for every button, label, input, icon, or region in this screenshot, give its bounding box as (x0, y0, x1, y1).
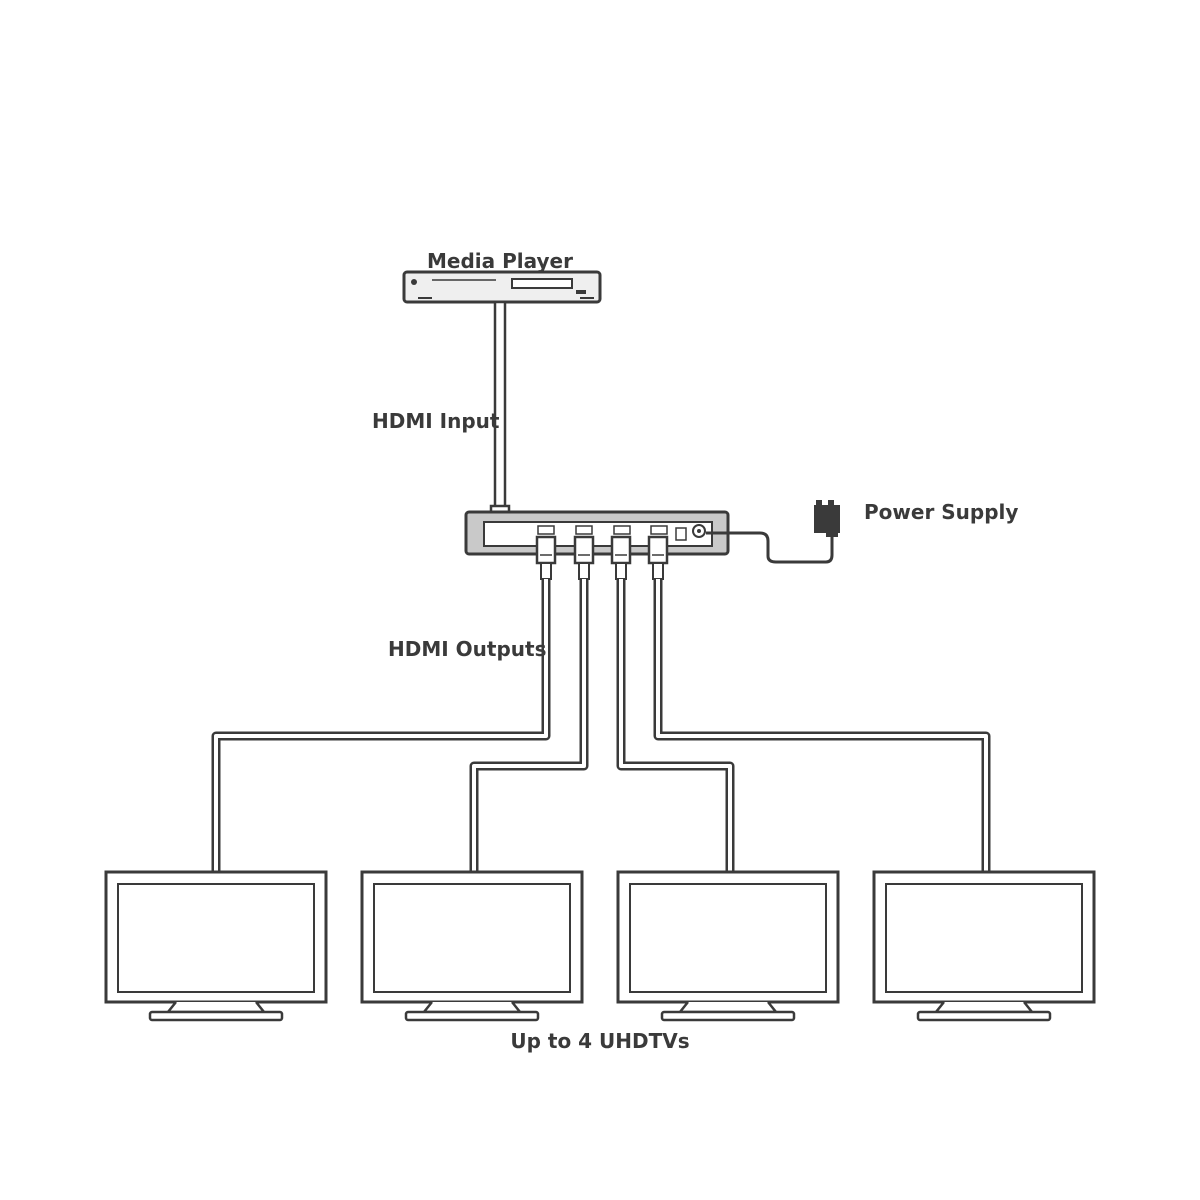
hdmi-splitter-device (464, 510, 730, 556)
hdmi-output-cables (211, 579, 991, 872)
hdmi-output-cable-1 (211, 579, 551, 872)
hdmi-output-cable-2 (469, 579, 589, 872)
tv-display-3 (616, 870, 840, 1022)
hdmi-outputs-label: HDMI Outputs (388, 637, 546, 661)
media-player-icon (402, 270, 602, 304)
media-player-label: Media Player (427, 249, 573, 273)
tv-display-4 (872, 870, 1096, 1022)
hdmi-connector-4 (647, 535, 669, 580)
hdmi-connector-1 (535, 535, 557, 580)
hdmi-input-label: HDMI Input (372, 409, 500, 433)
tv-display-1 (104, 870, 328, 1022)
hdmi-output-cable-4 (653, 579, 991, 872)
hdmi-output-cable-3 (616, 579, 735, 872)
power-supply-label: Power Supply (864, 500, 1018, 524)
displays-label: Up to 4 UHDTVs (510, 1029, 689, 1053)
tv-display-2 (360, 870, 584, 1022)
power-supply-icon (706, 500, 840, 564)
